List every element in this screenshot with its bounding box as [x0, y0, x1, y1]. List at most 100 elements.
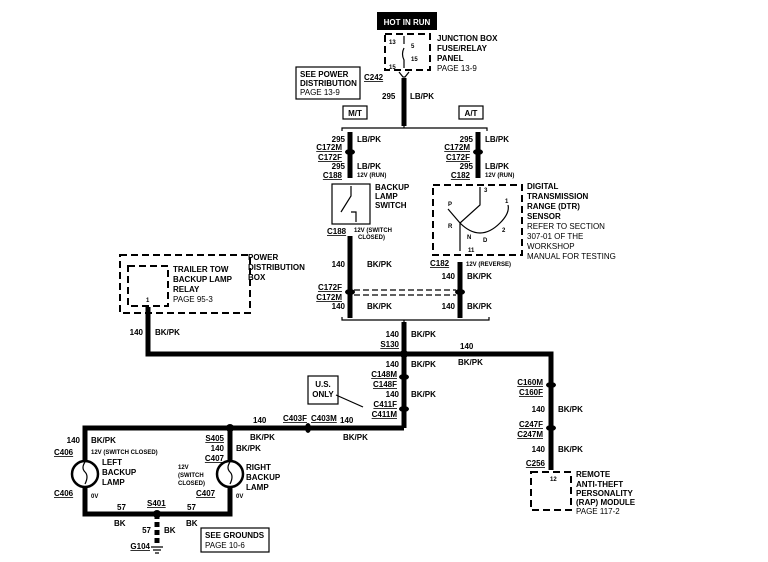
- right-lamp-label-1: RIGHT: [246, 463, 271, 472]
- mt-label: M/T: [348, 109, 362, 118]
- right-backup-lamp: [215, 459, 245, 489]
- rap-label-2: ANTI-THEFT: [576, 480, 623, 489]
- lamps-140-num-2: 140: [253, 416, 267, 425]
- at-circuit-2: 295: [460, 162, 474, 171]
- mt-c172m: C172M: [316, 143, 342, 152]
- dtr-pin-11: 11: [468, 248, 475, 254]
- at-voltage: 12V (RUN): [485, 173, 514, 179]
- c160-connector: [546, 382, 556, 388]
- c172-mid-at: [455, 289, 465, 295]
- jb-page: PAGE 13-9: [437, 64, 477, 73]
- g-57-left: 57: [117, 503, 126, 512]
- rap-label-4: (RAP) MODULE: [576, 498, 636, 507]
- wire-140-trailer: [145, 307, 404, 357]
- dtr-note-1: REFER TO SECTION: [527, 222, 605, 231]
- trailer-140-num: 140: [130, 328, 144, 337]
- right-voltage-1: 12V: [178, 465, 189, 471]
- mid-c172m: C172M: [316, 293, 342, 302]
- branch-bracket-bottom: [341, 317, 490, 322]
- c411-connector: [399, 406, 409, 412]
- mt-circuit-1: 295: [332, 135, 346, 144]
- s405-label: S405: [205, 434, 224, 443]
- rap-page: PAGE 117-2: [576, 507, 620, 516]
- jb-label-2: FUSE/RELAY: [437, 44, 488, 53]
- c403f: C403F: [283, 414, 307, 423]
- c148m: C148M: [371, 370, 397, 379]
- relay-label-1: TRAILER TOW: [173, 265, 229, 274]
- rap-140-num-2: 140: [532, 445, 546, 454]
- wire-140-rap: [404, 351, 554, 470]
- center-140-num-2: 140: [386, 360, 400, 369]
- c172-mid-mt: [345, 289, 355, 295]
- at-box: [458, 105, 484, 120]
- c403-connector: [305, 423, 311, 433]
- right-voltage-2: (SWITCH: [178, 473, 204, 479]
- at-label: A/T: [465, 109, 478, 118]
- c256: C256: [526, 459, 546, 468]
- at-140-num-2: 140: [442, 302, 456, 311]
- rap-pin-12: 12: [550, 477, 557, 483]
- splice-s130-label: S130: [380, 340, 399, 349]
- relay-label-2: BACKUP LAMP: [173, 275, 233, 284]
- left-lamp-label-3: LAMP: [102, 478, 125, 487]
- at-140-num: 140: [442, 272, 456, 281]
- pin-5: 5: [411, 44, 415, 50]
- junction-box: [384, 33, 431, 71]
- left-voltage: 12V (SWITCH CLOSED): [91, 450, 158, 456]
- at-color-1: LB/PK: [485, 135, 509, 144]
- right-ground-v: 0V: [236, 494, 243, 500]
- see-grounds-box: [200, 527, 270, 553]
- dtr-note-4: MANUAL FOR TESTING: [527, 252, 616, 261]
- mt-color-1: LB/PK: [357, 135, 381, 144]
- dtr-pos-n: N: [467, 235, 471, 241]
- left-backup-lamp: [70, 459, 100, 489]
- left-lamp-filament: [82, 461, 88, 485]
- c247f: C247F: [519, 420, 543, 429]
- at-circuit-1: 295: [460, 135, 474, 144]
- rap-140-color-top: BK/PK: [458, 358, 483, 367]
- left-lamp-label-1: LEFT: [102, 458, 122, 467]
- at-140-color: BK/PK: [467, 272, 492, 281]
- rap-140-color-2: BK/PK: [558, 445, 583, 454]
- dtr-label-4: SENSOR: [527, 212, 561, 221]
- rap-label-3: PERSONALITY: [576, 489, 634, 498]
- see-power-box: [295, 66, 361, 100]
- jb-label-3: PANEL: [437, 54, 464, 63]
- c148f: C148F: [373, 380, 397, 389]
- dtr-voltage: 12V (REVERSE): [466, 262, 511, 268]
- left-ground-v: 0V: [91, 494, 98, 500]
- left-c406-top: C406: [54, 448, 74, 457]
- left-lamp-label-2: BACKUP: [102, 468, 137, 477]
- mt-voltage: 12V (RUN): [357, 173, 386, 179]
- dtr-pos-r: R: [448, 224, 453, 230]
- at-c172f: C172F: [446, 153, 470, 162]
- g104-label: G104: [130, 542, 150, 551]
- c172-at-connector: [473, 149, 483, 155]
- hot-in-run-label: HOT IN RUN: [384, 18, 431, 27]
- c403m: C403M: [311, 414, 337, 423]
- right-140-color: BK/PK: [236, 444, 261, 453]
- c160m: C160M: [517, 378, 543, 387]
- wire-140-lamps: [82, 425, 404, 460]
- c411m: C411M: [372, 410, 398, 419]
- mid-c172f: C172F: [318, 283, 342, 292]
- rap-label-1: REMOTE: [576, 470, 611, 479]
- dtr-pos-d: D: [483, 238, 488, 244]
- trailer-140-color: BK/PK: [155, 328, 180, 337]
- trailer-tow-relay: [127, 265, 169, 307]
- left-140-num: 140: [67, 436, 81, 445]
- dtr-note-2: 307-01 OF THE: [527, 232, 583, 241]
- mt-140-num: 140: [332, 260, 346, 269]
- hot-in-run-banner: [377, 12, 437, 30]
- rap-140-num: 140: [532, 405, 546, 414]
- rap-140-color: BK/PK: [558, 405, 583, 414]
- mt-140-color-2: BK/PK: [367, 302, 392, 311]
- c247m: C247M: [517, 430, 543, 439]
- pin-15b: 15: [389, 65, 396, 71]
- s401-label: S401: [147, 499, 166, 508]
- dtr-label-3: RANGE (DTR): [527, 202, 580, 211]
- connector-c242: C242: [364, 73, 384, 82]
- us-only-1: U.S.: [315, 380, 331, 389]
- g-bk-down: BK: [164, 526, 176, 535]
